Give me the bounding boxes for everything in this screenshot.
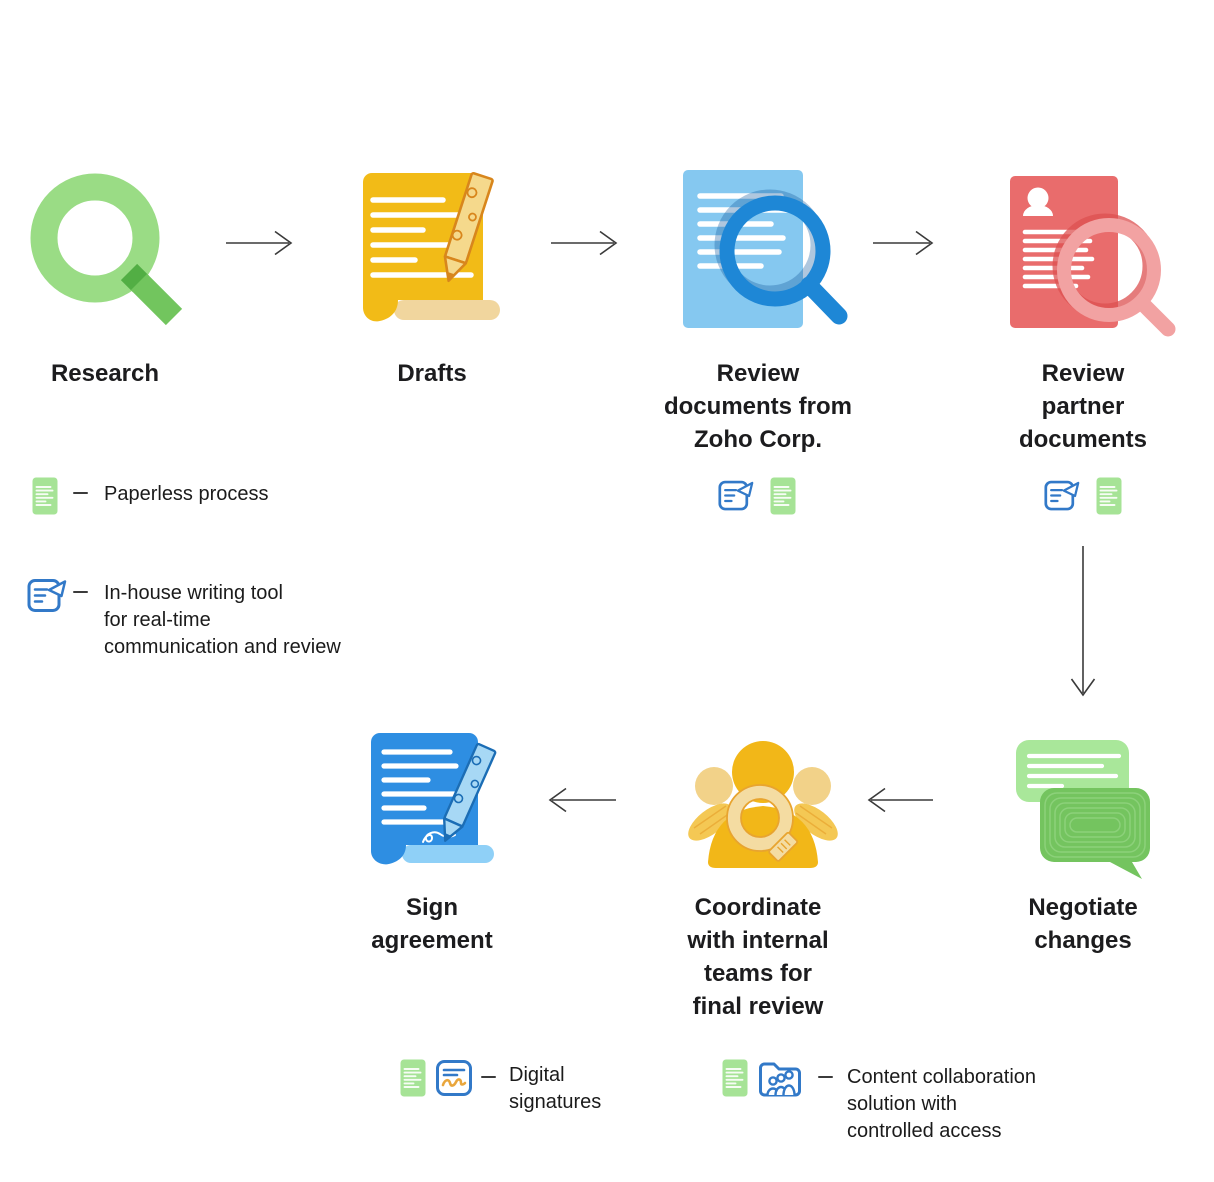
paperless-document-icon [769, 476, 797, 516]
writer-tool-icon [1044, 480, 1080, 511]
yellow-team-magnifier-icon [688, 741, 838, 868]
step-label-drafts: Drafts [397, 360, 467, 387]
blue-document-magnifier-icon [683, 170, 848, 328]
writer-tool-icon [27, 579, 67, 612]
arrow-left-icon [867, 787, 933, 813]
legend-dash [481, 1076, 496, 1079]
arrow-right-icon [551, 230, 618, 256]
content-collaboration-folder-icon [759, 1062, 801, 1097]
paperless-document-icon [399, 1058, 427, 1098]
yellow-document-pen-icon [363, 171, 500, 322]
arrow-down-icon [1070, 546, 1096, 697]
legend-text-paperless: Paperless process [104, 483, 269, 505]
digital-signature-icon [436, 1060, 472, 1096]
step-label-review-zoho: Review documents from Zoho Corp. [663, 360, 852, 453]
arrow-left-icon [548, 787, 616, 813]
writer-tool-icon [718, 480, 754, 511]
legend-text-writing-tool: In-house writing tool for real-time comm… [104, 582, 341, 658]
green-chat-bubbles-icon [1016, 740, 1150, 879]
green-magnifier-icon [30, 173, 183, 326]
paperless-document-icon [721, 1058, 749, 1098]
legend-dash [818, 1076, 833, 1079]
legend-text-content-collaboration: Content collaboration solution with cont… [847, 1066, 1037, 1142]
legend-dash [73, 591, 88, 594]
arrow-right-icon [873, 230, 934, 256]
legend-text-digital-signatures: Digital signatures [509, 1064, 602, 1113]
step-label-review-partner: Review partner documents [1018, 360, 1147, 453]
step-label-research: Research [50, 360, 160, 387]
paperless-document-icon [31, 476, 59, 516]
step-label-negotiate: Negotiate changes [1028, 894, 1138, 954]
step-label-sign: Sign agreement [371, 894, 493, 954]
red-profile-magnifier-icon [1010, 176, 1176, 337]
paperless-document-icon [1095, 476, 1123, 516]
step-label-coordinate: Coordinate with internal teams for final… [687, 894, 829, 1020]
legend-dash [73, 492, 88, 495]
blue-document-signature-icon [371, 733, 497, 865]
arrow-right-icon [226, 230, 293, 256]
